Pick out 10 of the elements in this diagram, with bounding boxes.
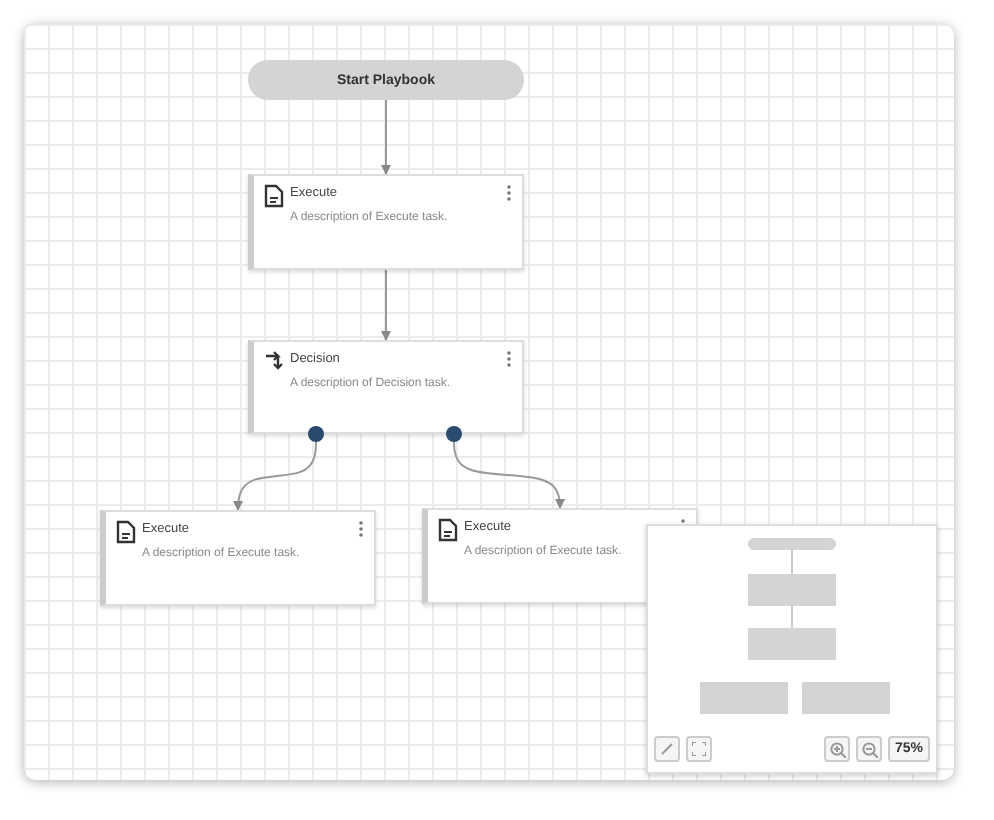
arrow [453,441,565,509]
arrow [381,99,391,175]
task-card [100,510,376,606]
arrow [381,269,391,341]
arrow [233,441,317,511]
port-dot [308,426,324,442]
port-dot [446,426,462,442]
start-pill [248,60,524,100]
task-card [248,174,524,270]
task-card [248,340,524,434]
